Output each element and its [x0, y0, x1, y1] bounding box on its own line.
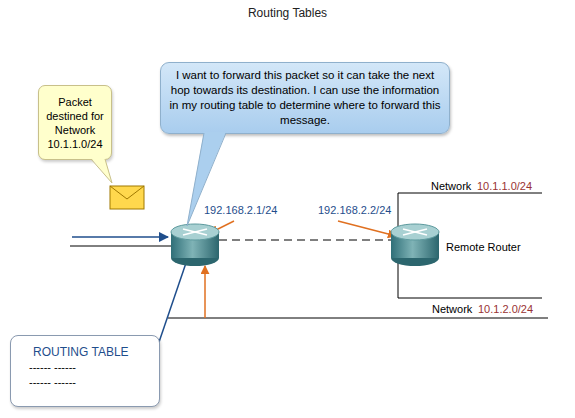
envelope-icon: [110, 186, 144, 209]
table-heading: ROUTING TABLE: [29, 344, 149, 360]
wire: [70, 246, 172, 247]
pointer-arrow: [204, 266, 206, 318]
leader-line: [158, 263, 186, 345]
table-row: ------ ------: [29, 360, 149, 375]
table-row: ------ ------: [29, 375, 149, 390]
envelope-body: [110, 186, 144, 209]
router-top: [171, 224, 219, 240]
serial-link: [219, 240, 392, 241]
callout-tail: [91, 158, 112, 183]
ip-address: 192.168.2.2/24: [318, 204, 391, 217]
router-arrow: [403, 229, 427, 235]
routing-table-box: ROUTING TABLE------ ------------ ------: [10, 335, 160, 407]
network-wire: [398, 298, 542, 299]
network-wire: [168, 318, 548, 319]
network-label: Network: [432, 303, 472, 316]
callout-text: Packet destined for Network 10.1.1.0/24: [43, 95, 107, 151]
router-symbol: [171, 224, 219, 266]
network-wire: [398, 193, 542, 194]
router-symbol: [391, 224, 439, 266]
router-arrow: [403, 229, 427, 235]
network-address: 10.1.1.0/24: [477, 180, 532, 193]
packet-arrow: [72, 236, 168, 238]
device-label: Remote Router: [446, 241, 521, 254]
diagram-title: Routing Tables: [0, 6, 575, 20]
router-top: [391, 224, 439, 240]
pointer-arrow: [338, 221, 396, 236]
router-arrow: [183, 229, 207, 235]
envelope-flap: [110, 186, 144, 199]
ip-address: 192.168.2.1/24: [204, 204, 277, 217]
network-address: 10.1.2.0/24: [478, 303, 533, 316]
callout-text: I want to forward this packet so it can …: [169, 68, 441, 128]
router-arrow: [183, 229, 207, 235]
speech-bubble: I want to forward this packet so it can …: [160, 62, 450, 134]
speech-bubble: Packet destined for Network 10.1.1.0/24: [38, 85, 112, 160]
network-label: Network: [431, 180, 471, 193]
callout-tail-outline: [91, 159, 112, 183]
